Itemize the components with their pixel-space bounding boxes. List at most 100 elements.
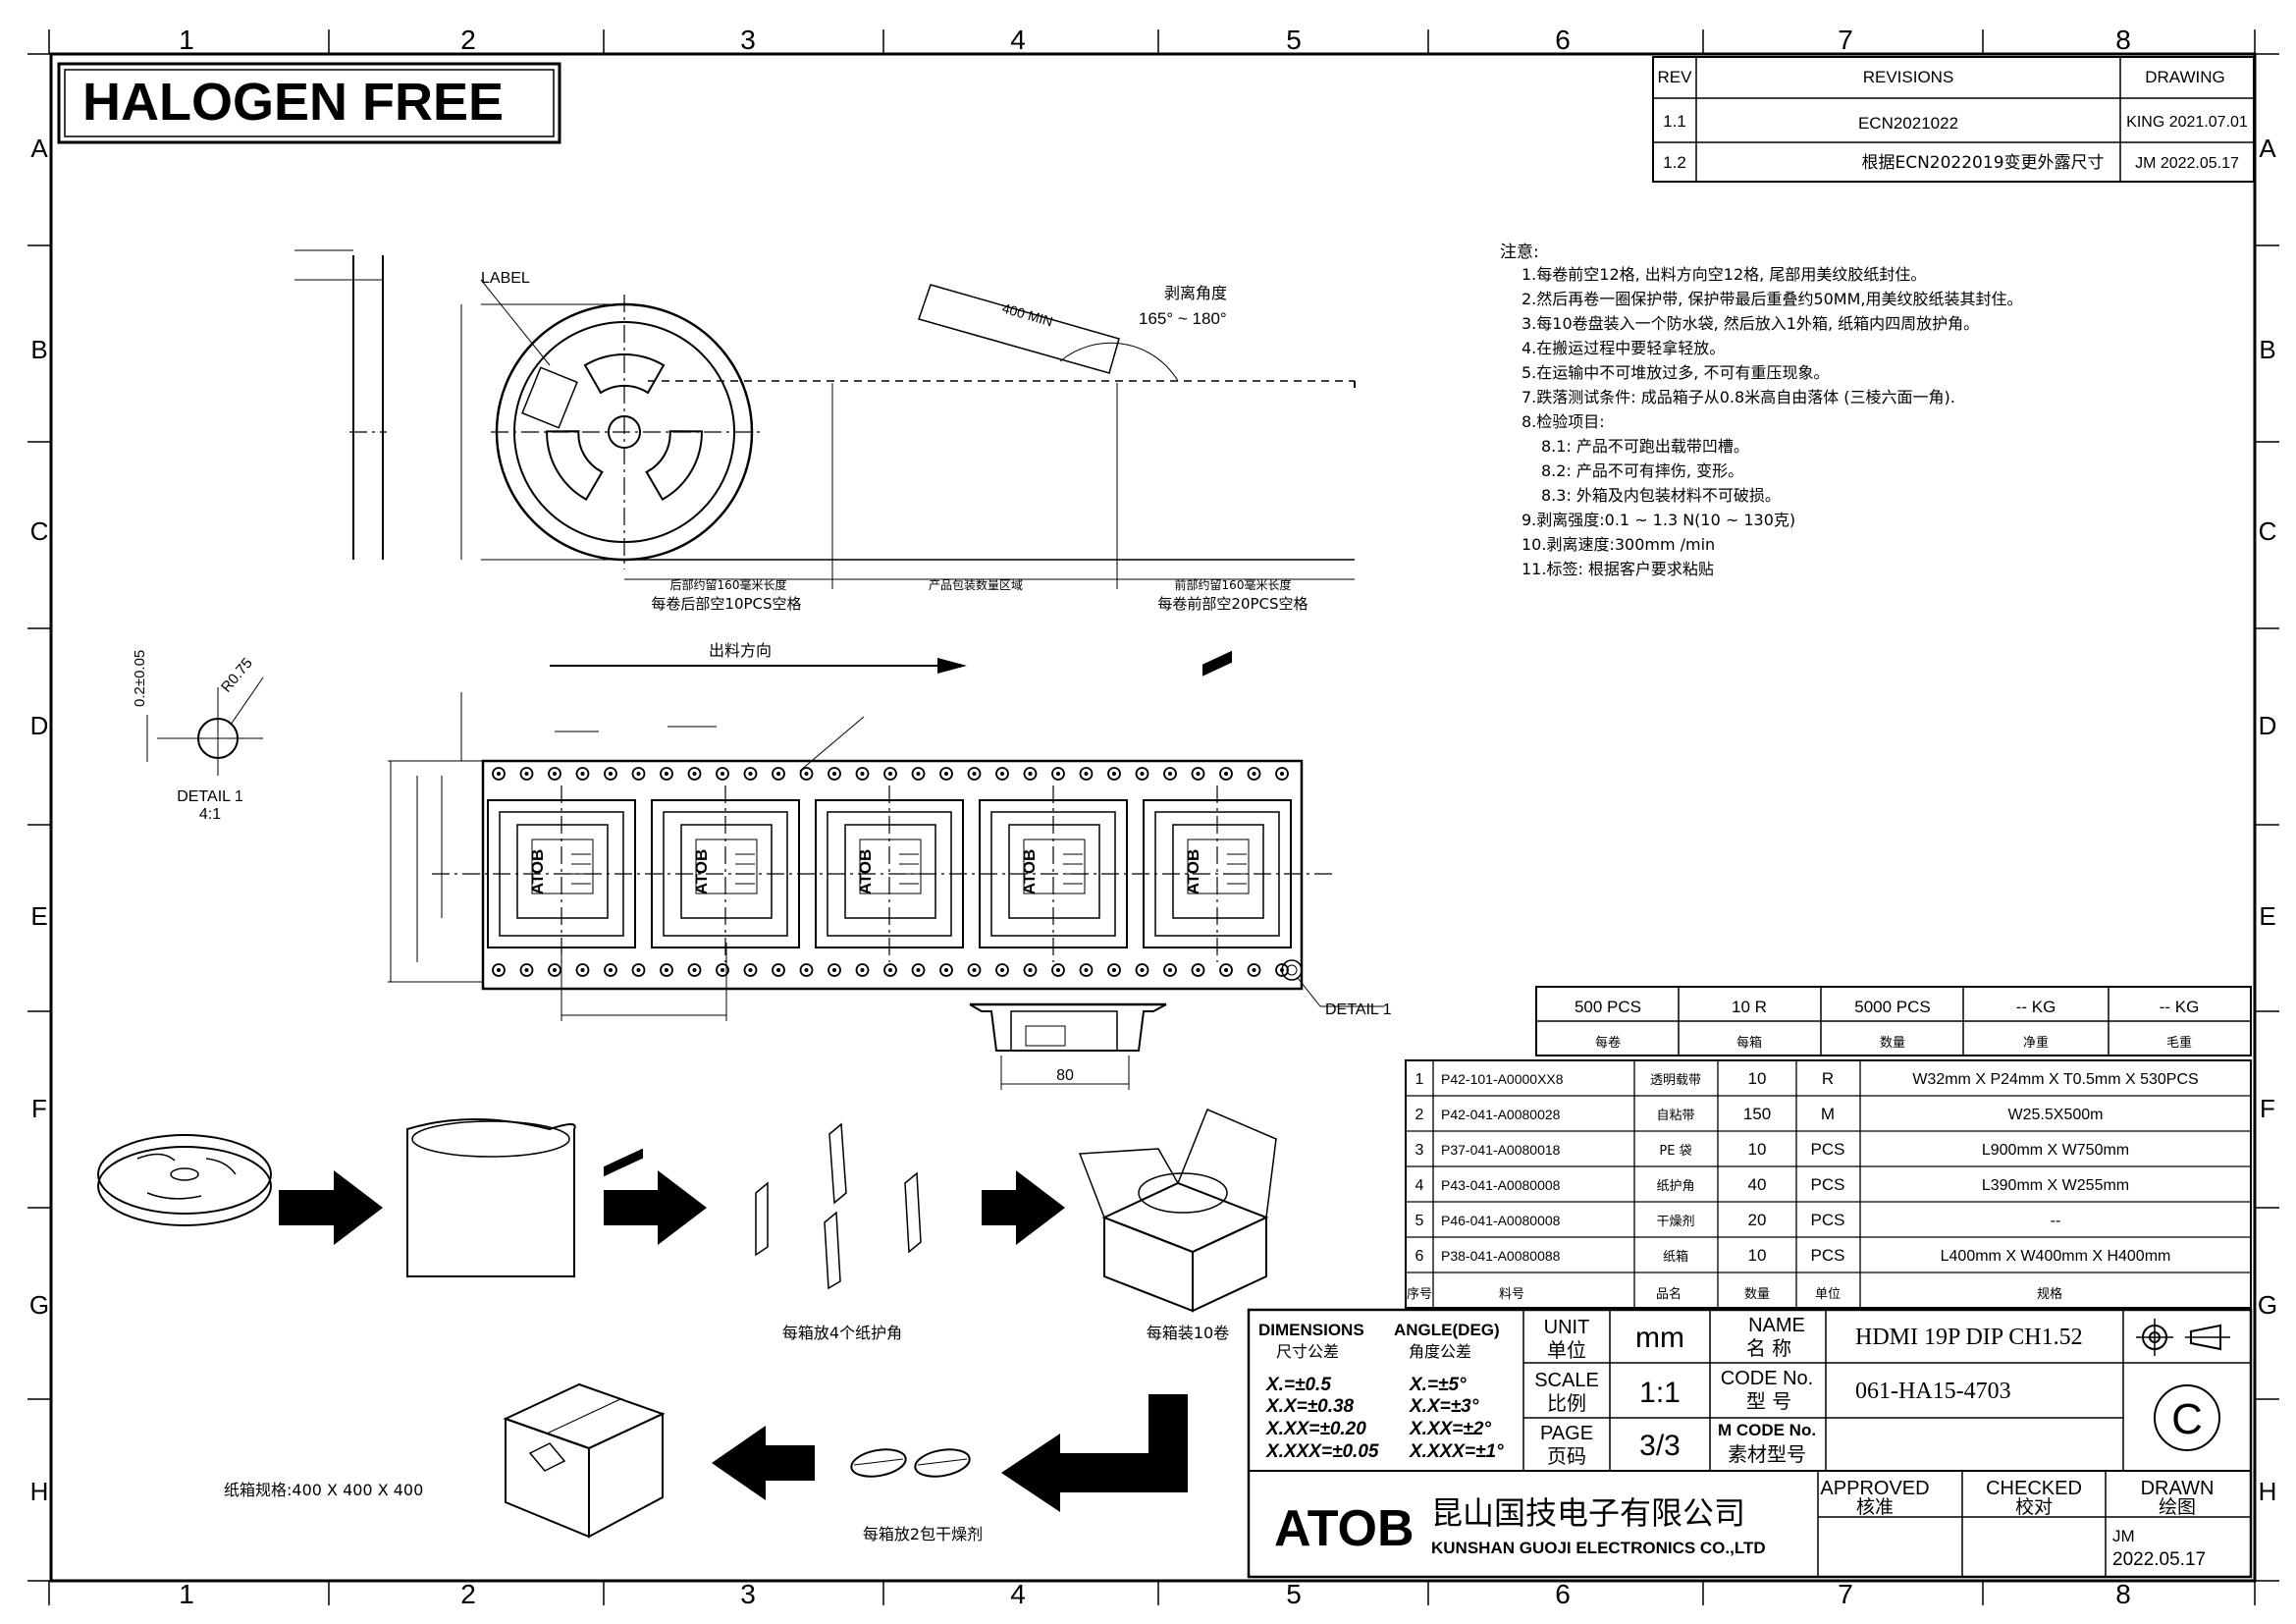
sprocket-hole-center xyxy=(1252,772,1256,776)
revisions-header: REVISIONS xyxy=(1863,68,1954,86)
bom-cell-name: 透明载带 xyxy=(1650,1073,1701,1088)
detail-scale: 4:1 xyxy=(199,806,221,823)
bom-header-no: 序号 xyxy=(1407,1287,1432,1302)
sprocket-hole xyxy=(799,963,814,977)
pocket-brand-mark: ATOB xyxy=(856,849,875,895)
grid-row-label-right: H xyxy=(2259,1477,2277,1506)
outer-frame xyxy=(49,52,2257,1583)
sprocket-hole xyxy=(575,767,590,781)
sprocket-hole xyxy=(1191,963,1205,977)
segment-middle-label: 产品包装数量区域 xyxy=(929,577,1023,592)
rev-header: REV xyxy=(1658,68,1693,86)
note-2: 2.然后再卷一圈保护带, 保护带最后重叠约50MM,用美纹胶纸装其封住。 xyxy=(1522,290,2023,308)
summary-label-per-reel: 每卷 xyxy=(1595,1035,1621,1051)
sprocket-hole xyxy=(883,767,897,781)
sprocket-hole-center xyxy=(804,772,809,776)
bom-cell-name: 自粘带 xyxy=(1656,1109,1694,1123)
sprocket-hole-center xyxy=(609,772,613,776)
grid-row-label-right: D xyxy=(2259,711,2277,740)
bom-cell-spec: W32mm X P24mm X T0.5mm X 530PCS xyxy=(1912,1071,2198,1088)
bom-cell-unit: PCS xyxy=(1811,1246,1845,1265)
bom-cell-spec: L390mm X W255mm xyxy=(1982,1177,2129,1194)
grid-column-label-top: 7 xyxy=(1838,25,1853,55)
sprocket-hole-center xyxy=(1084,772,1089,776)
tb-dimensions-cn: 尺寸公差 xyxy=(1276,1342,1339,1361)
sprocket-hole-center xyxy=(1112,772,1116,776)
grid-column-label-bottom: 1 xyxy=(179,1579,194,1609)
caption-desiccant: 每箱放2包干燥剂 xyxy=(863,1525,983,1543)
sprocket-hole-center xyxy=(609,968,613,972)
grid-row-label-right: A xyxy=(2259,134,2276,163)
drawn-by: JM xyxy=(2112,1527,2135,1545)
sprocket-hole-center xyxy=(1112,968,1116,972)
feed-direction: 出料方向 xyxy=(550,641,967,674)
sprocket-hole-center xyxy=(944,772,948,776)
bom-cell-unit: M xyxy=(1821,1105,1835,1123)
summary-per-box: 10 R xyxy=(1732,998,1767,1016)
sprocket-hole xyxy=(967,963,982,977)
sprocket-hole xyxy=(1163,963,1177,977)
drawn-cn: 绘图 xyxy=(2159,1496,2196,1518)
grid-row-label-left: C xyxy=(30,516,49,546)
sprocket-hole xyxy=(855,963,870,977)
checked-cn: 校对 xyxy=(2015,1496,2053,1518)
grid-column-label-top: 5 xyxy=(1286,25,1302,55)
tb-tol-0: X.=±0.5 xyxy=(1265,1375,1331,1395)
sprocket-hole xyxy=(1051,767,1065,781)
rev-row-2-desc: 根据ECN2022019变更外露尺寸 xyxy=(1861,153,2104,173)
peel-angle-value: 165° ~ 180° xyxy=(1139,309,1227,328)
process-arrow-down-left xyxy=(1001,1394,1188,1512)
sprocket-hole-center xyxy=(1252,968,1256,972)
sprocket-hole xyxy=(1219,963,1233,977)
sprocket-hole xyxy=(1275,767,1289,781)
sprocket-hole-center xyxy=(1000,968,1004,972)
frame-grid-ticks xyxy=(27,29,2279,1605)
bom-cell-name: 纸护角 xyxy=(1656,1179,1694,1194)
sprocket-hole xyxy=(1023,767,1038,781)
sprocket-hole-center xyxy=(1196,968,1201,972)
sprocket-hole-center xyxy=(916,968,921,972)
note-8: 8.检验项目: xyxy=(1522,412,1605,431)
sprocket-hole-center xyxy=(776,968,780,972)
bom-header-unit: 单位 xyxy=(1815,1287,1841,1302)
grid-column-label-bottom: 4 xyxy=(1010,1579,1026,1609)
sprocket-hole-center xyxy=(721,968,724,972)
sprocket-hole xyxy=(1275,963,1289,977)
detail-callout: DETAIL 1 xyxy=(1325,1001,1392,1018)
sprocket-hole xyxy=(1247,963,1261,977)
pocket-brand-mark: ATOB xyxy=(1020,849,1039,895)
process-corner-guards xyxy=(755,1122,922,1290)
tape-cross-section: 80 xyxy=(969,1002,1167,1090)
rev-row-2-drawing: JM 2022.05.17 xyxy=(2135,155,2239,172)
grid-column-label-bottom: 5 xyxy=(1286,1579,1302,1609)
sprocket-hole-center xyxy=(553,772,557,776)
sprocket-hole-center xyxy=(1084,968,1089,972)
sprocket-hole xyxy=(1107,963,1121,977)
grid-column-label-bottom: 3 xyxy=(740,1579,756,1609)
bom-cell-part: P46-041-A0080008 xyxy=(1441,1213,1561,1228)
sprocket-hole xyxy=(548,767,561,781)
tb-code-label: CODE No. xyxy=(1721,1368,1813,1389)
grid-column-label-top: 6 xyxy=(1555,25,1571,55)
sprocket-hole xyxy=(911,963,926,977)
company-name-cn: 昆山国技电子有限公司 xyxy=(1431,1494,1745,1532)
grid-row-label-left: D xyxy=(30,711,49,740)
sprocket-hole xyxy=(1135,767,1149,781)
sprocket-hole xyxy=(548,963,561,977)
min-length-text: 400 MIN xyxy=(1000,300,1054,330)
sprocket-hole xyxy=(604,767,617,781)
tb-name-cn: 名 称 xyxy=(1746,1336,1791,1360)
sprocket-hole-center xyxy=(1224,968,1228,972)
company-name-en: KUNSHAN GUOJI ELECTRONICS CO.,LTD xyxy=(1431,1539,1766,1557)
note-8-1: 8.1: 产品不可跑出载带凹槽。 xyxy=(1541,437,1749,456)
tb-scale-value: 1:1 xyxy=(1639,1377,1681,1409)
tb-code-cn: 型 号 xyxy=(1746,1389,1791,1413)
sprocket-hole xyxy=(1191,767,1205,781)
tb-page-label: PAGE xyxy=(1540,1423,1593,1444)
pocket-brand-mark: ATOB xyxy=(1184,849,1202,895)
note-8-3: 8.3: 外箱及内包装材料不可破损。 xyxy=(1541,486,1781,505)
process-arrow-left xyxy=(712,1426,815,1500)
tb-angle-label: ANGLE(DEG) xyxy=(1394,1321,1500,1339)
